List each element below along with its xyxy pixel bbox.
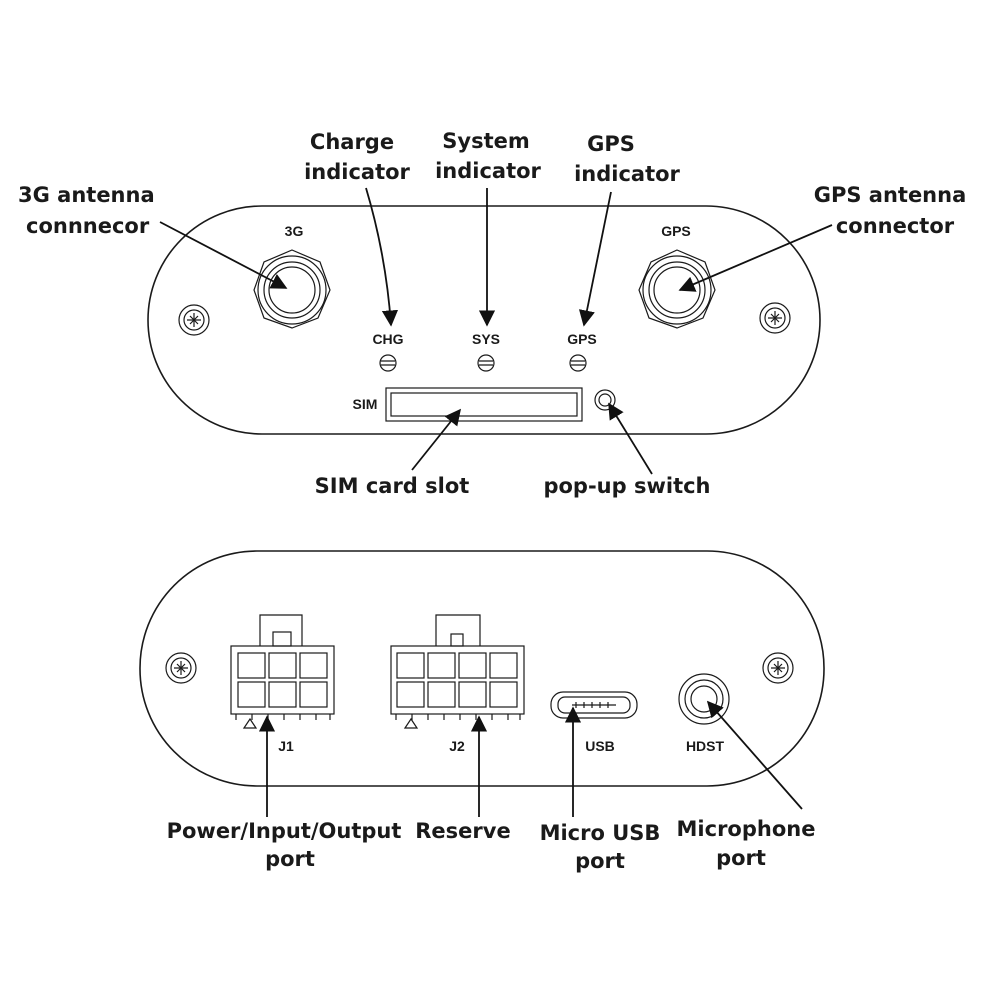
- callout-reserve: Reserve: [415, 819, 510, 843]
- callout-antenna-3g-line2: connnecor: [26, 214, 150, 238]
- callout-gps-indicator-line2: indicator: [574, 162, 680, 186]
- callout-microphone: Microphone port: [677, 817, 816, 870]
- leader-popup-switch: [608, 402, 653, 475]
- front-right-screw-icon: [759, 302, 791, 334]
- sys-led-label: SYS: [472, 331, 500, 347]
- callout-gps-indicator: GPS indicator: [574, 132, 680, 186]
- callout-micro-usb-line2: port: [575, 849, 625, 873]
- chg-led-icon: [379, 354, 397, 372]
- hdst-label: HDST: [686, 738, 725, 754]
- micro-usb-port-icon: [550, 691, 638, 719]
- callout-sim-slot-line1: SIM card slot: [315, 474, 470, 498]
- callout-gps-indicator-line1: GPS: [587, 132, 635, 156]
- front-panel-housing: [147, 205, 821, 435]
- callout-system-line2: indicator: [435, 159, 541, 183]
- callout-charge: Charge indicator: [304, 130, 410, 184]
- back-right-screw-icon: [762, 652, 794, 684]
- hdst-jack-icon: [678, 673, 730, 725]
- callout-antenna-gps: GPS antenna connector: [814, 183, 967, 238]
- callout-charge-line2: indicator: [304, 160, 410, 184]
- callout-charge-line1: Charge: [310, 130, 394, 154]
- antenna-3g-label: 3G: [285, 223, 304, 239]
- sys-led-icon: [477, 354, 495, 372]
- j1-label: J1: [278, 738, 294, 754]
- callout-reserve-line1: Reserve: [415, 819, 510, 843]
- leader-sim-slot: [411, 408, 462, 471]
- callout-power-port-line2: port: [265, 847, 315, 871]
- j2-connector-icon: [390, 614, 525, 729]
- callout-power-port: Power/Input/Output port: [167, 819, 402, 871]
- callout-popup-switch-line1: pop-up switch: [543, 474, 710, 498]
- callout-system-line1: System: [442, 129, 529, 153]
- usb-label: USB: [585, 738, 615, 754]
- callout-antenna-gps-line1: GPS antenna: [814, 183, 967, 207]
- back-left-screw-icon: [165, 652, 197, 684]
- leader-gps-indicator: [578, 191, 612, 327]
- callout-power-port-line1: Power/Input/Output: [167, 819, 402, 843]
- leader-charge: [365, 187, 399, 327]
- sim-card-slot: [385, 387, 583, 422]
- back-panel-housing: [139, 550, 825, 787]
- antenna-gps-label: GPS: [661, 223, 691, 239]
- front-left-screw-icon: [178, 304, 210, 336]
- gps-led-label: GPS: [567, 331, 597, 347]
- gps-led-icon: [569, 354, 587, 372]
- j2-label: J2: [449, 738, 465, 754]
- chg-led-label: CHG: [372, 331, 403, 347]
- sim-label: SIM: [353, 396, 378, 412]
- j1-connector-icon: [230, 614, 335, 729]
- popup-switch-icon: [594, 389, 616, 411]
- callout-antenna-3g: 3G antenna connnecor: [18, 183, 155, 238]
- callout-antenna-3g-line1: 3G antenna: [18, 183, 155, 207]
- callout-microphone-line1: Microphone: [677, 817, 816, 841]
- antenna-gps-connector-icon: [638, 249, 716, 329]
- front-panel: 3G GPS CHG SYS GPS SIM: [147, 205, 821, 435]
- leader-antenna-3g: [159, 221, 288, 289]
- leader-antenna-gps: [678, 224, 833, 292]
- callout-micro-usb: Micro USB port: [540, 821, 661, 873]
- antenna-3g-connector-icon: [253, 249, 331, 329]
- callout-microphone-line2: port: [716, 846, 766, 870]
- callout-system: System indicator: [435, 129, 541, 183]
- back-panel: J1 J2 USB: [139, 550, 825, 787]
- leader-microphone: [706, 700, 803, 810]
- callout-sim-slot: SIM card slot: [315, 474, 470, 498]
- callout-micro-usb-line1: Micro USB: [540, 821, 661, 845]
- callout-popup-switch: pop-up switch: [543, 474, 710, 498]
- callout-antenna-gps-line2: connector: [836, 214, 955, 238]
